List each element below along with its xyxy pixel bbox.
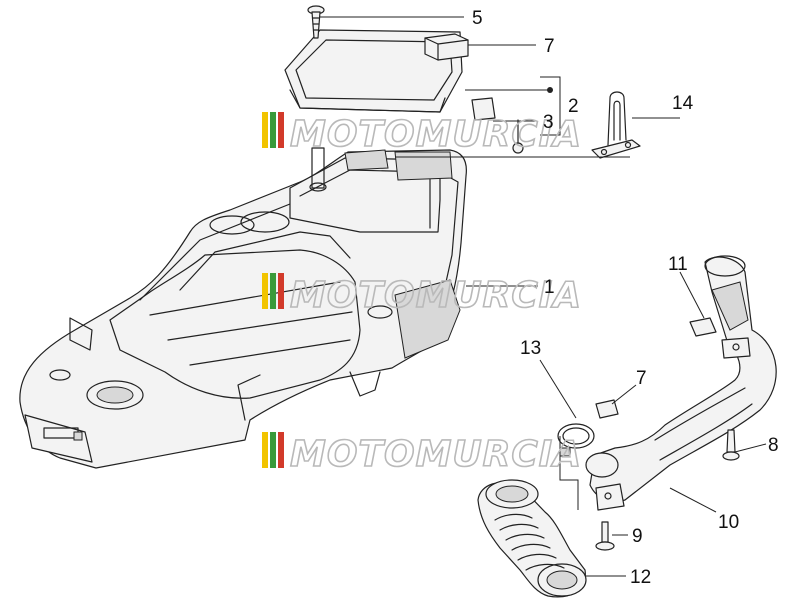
- callout-8: 8: [768, 435, 779, 456]
- watermark-text: MOTOMURCIA: [290, 114, 582, 155]
- callout-9: 9: [632, 526, 643, 547]
- helmet-compartment: [19, 147, 467, 469]
- duct-clip-11: [689, 317, 717, 337]
- watermark-middle: MOTOMURCIA: [262, 273, 582, 317]
- callout-4: 5: [472, 8, 483, 29]
- leader-lines: [320, 16, 767, 577]
- watermark-bottom: MOTOMURCIA: [262, 432, 582, 476]
- callout-13: 13: [520, 338, 541, 359]
- callout-1: 1: [544, 277, 555, 298]
- screw-8: [722, 429, 740, 461]
- battery-cover: [284, 29, 524, 154]
- cover-clip: [471, 97, 496, 121]
- watermark-text: MOTOMURCIA: [290, 434, 582, 475]
- screw-9: [595, 521, 615, 551]
- callout-12: 12: [630, 567, 651, 588]
- callout-11: 11: [668, 254, 688, 275]
- callout-14: 14: [672, 93, 694, 114]
- corrugated-hose: [477, 479, 587, 598]
- cover-screw: [307, 5, 325, 39]
- duct-clip-7: [595, 399, 619, 419]
- callout-7: 7: [636, 368, 647, 389]
- callout-3: 3: [543, 112, 554, 133]
- bracket: [591, 91, 641, 159]
- callout-5: 7: [544, 36, 555, 57]
- callout-10: 10: [718, 512, 739, 533]
- callout-labels: 5 7 2 3 14 1 11 13 7 8 9 10 12: [472, 8, 779, 588]
- watermark-text: MOTOMURCIA: [290, 275, 582, 316]
- callout-2: 2: [568, 96, 579, 117]
- watermark-top: MOTOMURCIA: [262, 112, 582, 156]
- air-duct: [585, 255, 777, 511]
- clip-nut: [424, 33, 469, 61]
